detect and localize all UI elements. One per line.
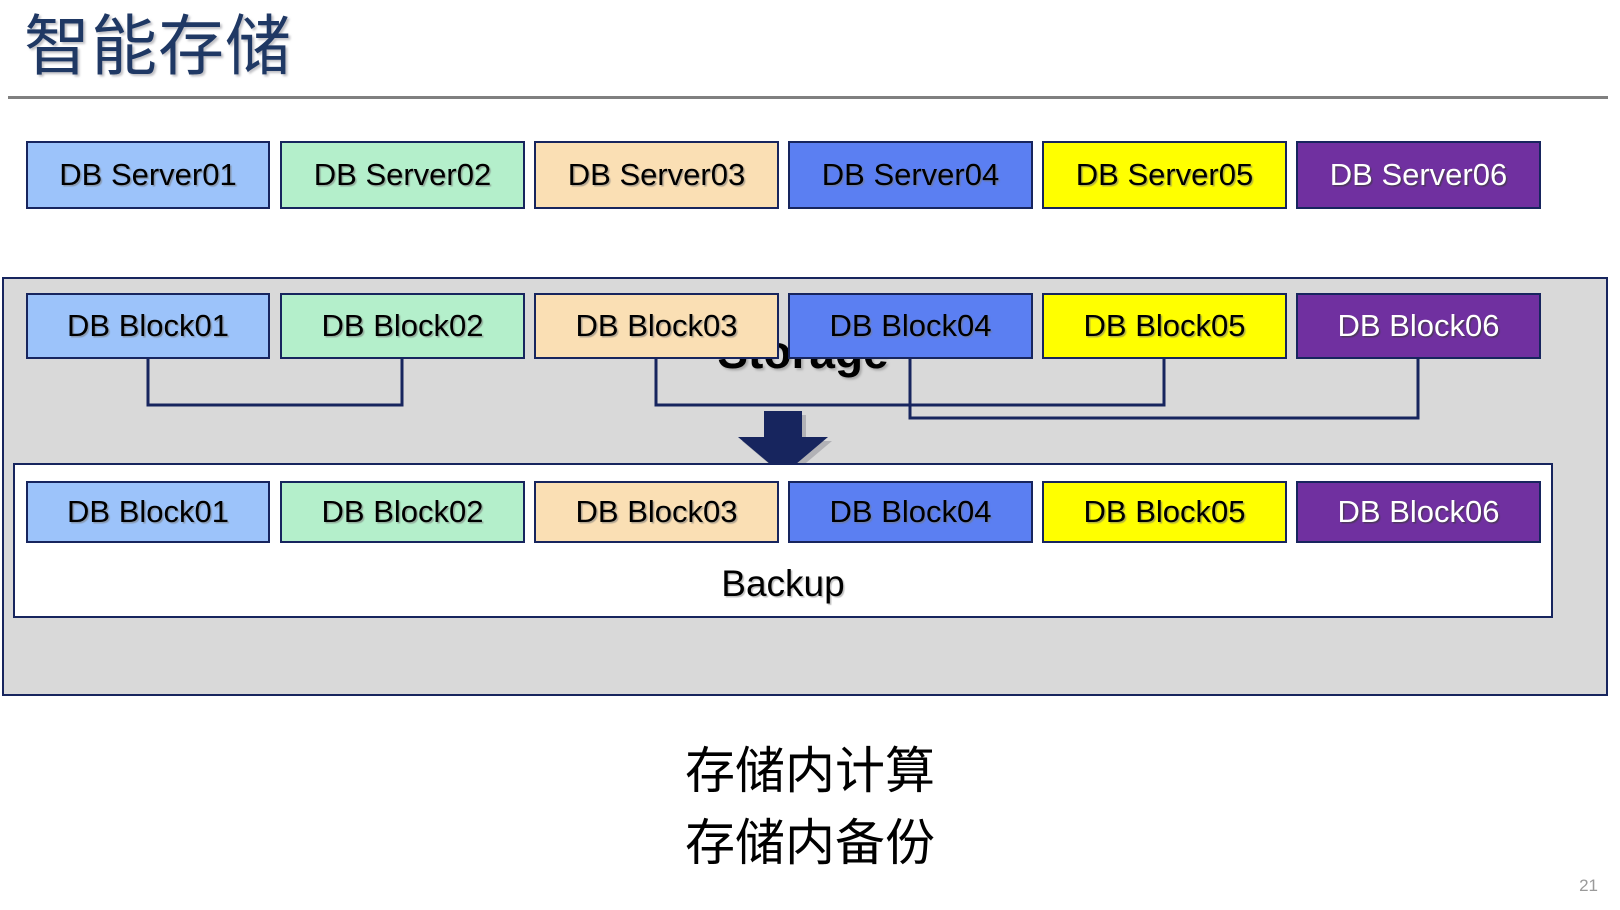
db-server-box-1[interactable]: DB Server01 [26,141,270,209]
db-block-box-3[interactable]: DB Block03 [534,293,779,359]
db-server-box-label: DB Server02 [313,157,492,192]
db-server-box-label: DB Server06 [1329,157,1508,192]
db-block-box-label: DB Block02 [321,308,484,343]
db-server-box-6[interactable]: DB Server06 [1296,141,1541,209]
caption-line-1: 存储内计算 [685,743,935,799]
db-block-backup-box-label: DB Block03 [575,494,738,529]
backup-label: Backup [721,563,845,604]
db-block-backup-box-3[interactable]: DB Block03 [534,481,779,543]
db-block-box-label: DB Block06 [1337,308,1500,343]
db-block-backup-box-6[interactable]: DB Block06 [1296,481,1541,543]
db-block-box-label: DB Block01 [67,308,229,343]
db-block-box-1[interactable]: DB Block01 [26,293,270,359]
db-block-backup-box-2[interactable]: DB Block02 [280,481,525,543]
db-server-box-label: DB Server05 [1075,157,1254,192]
db-block-box-label: DB Block04 [829,308,992,343]
db-block-backup-box-label: DB Block05 [1083,494,1246,529]
db-block-box-label: DB Block05 [1083,308,1246,343]
db-server-box-label: DB Server04 [821,157,1000,192]
page-number: 21 [1579,876,1598,895]
db-server-box-label: DB Server03 [567,157,746,192]
db-server-box-5[interactable]: DB Server05 [1042,141,1287,209]
db-block-box-2[interactable]: DB Block02 [280,293,525,359]
page-title: 智能存储 [24,9,292,83]
caption-line-2: 存储内备份 [685,815,935,871]
db-block-box-label: DB Block03 [575,308,738,343]
db-block-backup-box-label: DB Block06 [1337,494,1500,529]
db-server-box-label: DB Server01 [59,157,237,192]
title-divider [8,96,1608,99]
db-server-box-2[interactable]: DB Server02 [280,141,525,209]
db-block-backup-box-label: DB Block02 [321,494,484,529]
db-block-box-4[interactable]: DB Block04 [788,293,1033,359]
db-block-backup-box-label: DB Block04 [829,494,992,529]
db-server-box-3[interactable]: DB Server03 [534,141,779,209]
db-block-backup-box-1[interactable]: DB Block01 [26,481,270,543]
slide-caption: 存储内计算 存储内备份 [0,735,1620,879]
db-server-box-4[interactable]: DB Server04 [788,141,1033,209]
db-block-backup-box-4[interactable]: DB Block04 [788,481,1033,543]
db-block-box-6[interactable]: DB Block06 [1296,293,1541,359]
db-block-backup-box-label: DB Block01 [67,494,229,529]
db-block-box-5[interactable]: DB Block05 [1042,293,1287,359]
db-block-backup-box-5[interactable]: DB Block05 [1042,481,1287,543]
